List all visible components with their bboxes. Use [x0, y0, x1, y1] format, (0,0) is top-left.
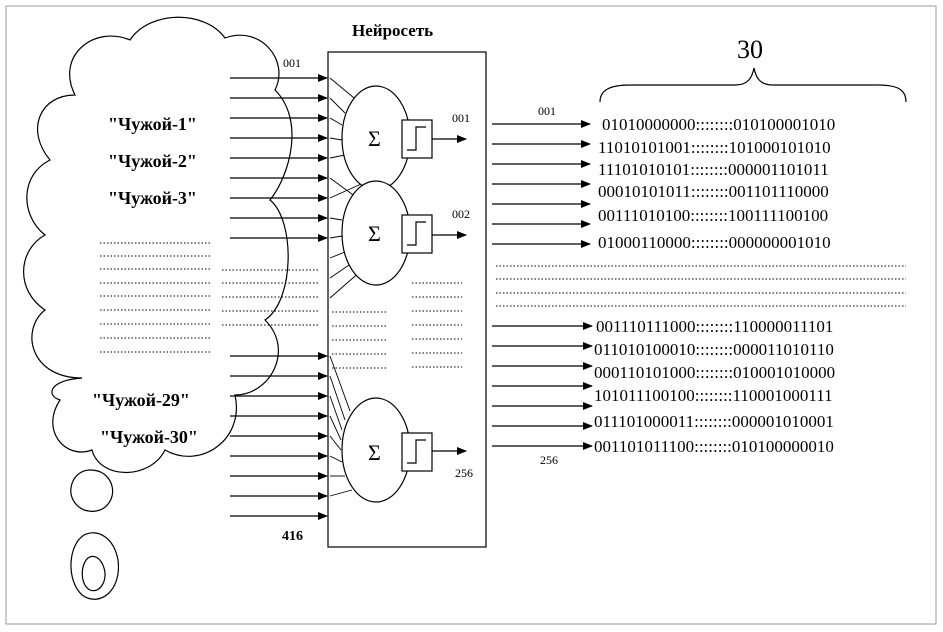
step-function-icon: [407, 126, 426, 151]
alien-label-1: "Чужой-1": [108, 114, 197, 134]
sigma-symbol: Σ: [368, 440, 381, 465]
output-first-label: 001: [538, 104, 556, 118]
code-row-bottom-2: 011010100010::::::::000011010110: [594, 340, 834, 359]
activation-block: [401, 119, 433, 159]
neuron-connections: [329, 77, 371, 497]
step-function-icon: [407, 221, 426, 246]
code-row-top-4: 00010101011::::::::001101110000: [598, 182, 829, 201]
alien-label-2: "Чужой-2": [108, 151, 197, 171]
code-row-top-5: 00111010100::::::::100111100100: [598, 206, 828, 225]
network-ellipsis: [332, 282, 462, 369]
network-title: Нейросеть: [352, 21, 433, 40]
sigma-symbol: Σ: [368, 126, 381, 151]
step-function-icon: [407, 439, 426, 464]
output-ellipsis: [496, 265, 906, 307]
output-arrows-top: [492, 120, 591, 248]
bracket-label: 30: [737, 35, 763, 64]
cloud-ellipsis-rows: [100, 242, 320, 353]
sigma-symbol: Σ: [368, 221, 381, 246]
code-row-bottom-5: 011101000011::::::::000001010001: [594, 412, 834, 431]
code-row-bottom-1: 001110111000::::::::110000011101: [596, 317, 833, 336]
code-row-top-3: 11101010101::::::::000001101011: [598, 160, 829, 179]
alien-label-29: "Чужой-29": [92, 390, 190, 410]
outer-frame: [5, 5, 937, 625]
output-arrows-bottom: [492, 322, 593, 450]
alien-label-3: "Чужой-3": [108, 188, 197, 208]
neuron-3: Σ 256: [341, 397, 473, 503]
activation-block: [401, 432, 433, 472]
code-row-top-1: 01010000000::::::::010100001010: [602, 115, 835, 134]
thought-cloud: [23, 16, 293, 600]
bracket: [599, 67, 907, 103]
neuron-2: Σ 002: [341, 180, 470, 286]
code-row-bottom-4: 101011100100::::::::110001000111: [594, 386, 833, 405]
code-row-top-6: 01000110000::::::::000000001010: [598, 233, 831, 252]
neuron-1: Σ 001: [341, 85, 470, 191]
activation-block: [401, 214, 433, 254]
input-last-label: 416: [282, 529, 303, 544]
input-first-label: 001: [283, 56, 301, 70]
output-last-label: 256: [540, 453, 558, 467]
code-row-bottom-3: 000110101000::::::::010001010000: [594, 363, 835, 382]
neuron-output-label-1: 001: [452, 111, 470, 125]
network-box: [327, 51, 487, 548]
neuron-output-label-3: 256: [455, 466, 473, 480]
code-row-top-2: 11010101001::::::::101000101010: [598, 138, 831, 157]
code-row-bottom-6: 001101011100::::::::010100000010: [594, 437, 834, 456]
input-arrows: [230, 74, 328, 520]
alien-label-30: "Чужой-30": [100, 427, 198, 447]
neuron-output-label-2: 002: [452, 207, 470, 221]
